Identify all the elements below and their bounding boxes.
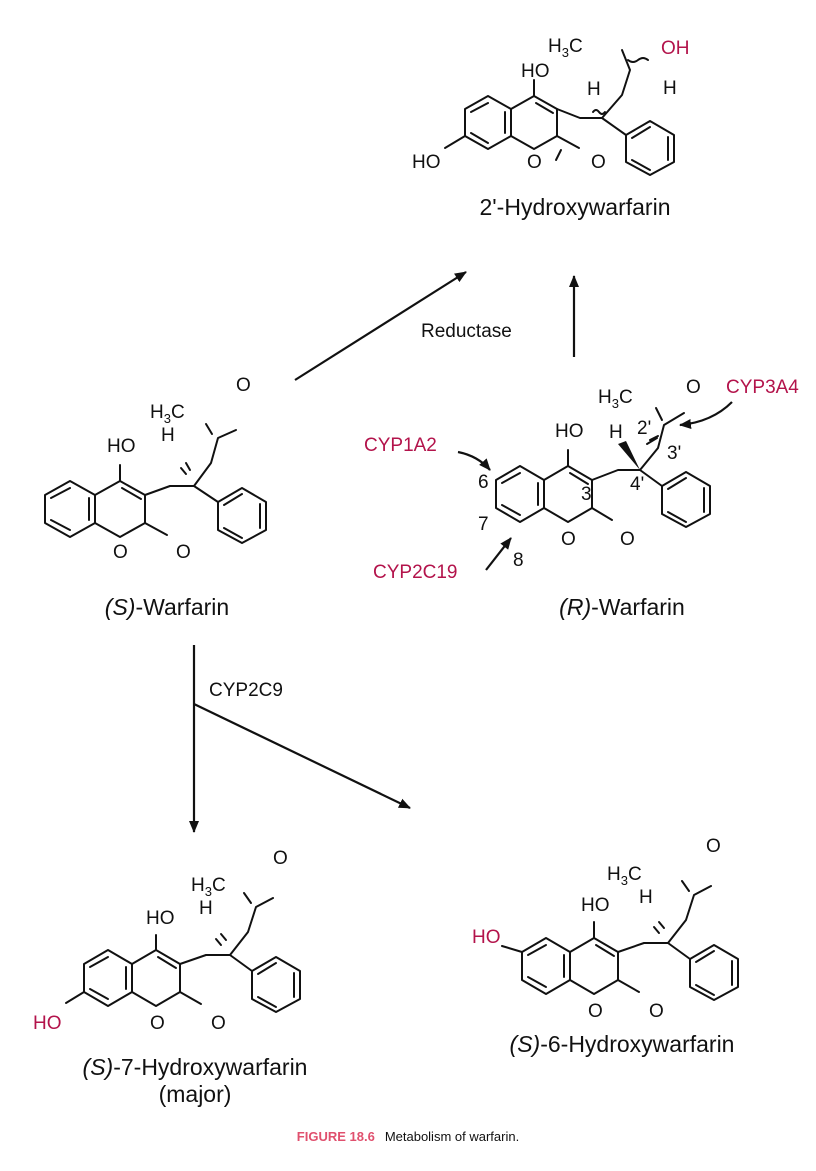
atom-ring-o: O	[113, 542, 128, 563]
structure-r-warfarin: H3C O HO H O O 6 7 8 3 4' 3' 2' (R)-Warf…	[478, 377, 711, 620]
atom-oh-4: HO	[555, 421, 584, 442]
atom-oh-4: HO	[521, 61, 550, 82]
c3-c4p-bond	[556, 108, 603, 119]
compound-name-r-warfarin: (R)-Warfarin	[559, 594, 685, 620]
atom-oh-4: HO	[581, 895, 610, 916]
position-3p: 3'	[667, 443, 681, 464]
compound-name-s-warfarin: (S)-Warfarin	[105, 594, 229, 620]
arrow-s-warfarin-to-2p-hydroxywarfarin	[294, 271, 467, 381]
atom-carbonyl-o: O	[176, 542, 191, 563]
figure-number: FIGURE 18.6	[297, 1129, 375, 1144]
compound-name-s-6-hydroxywarfarin: (S)-6-Hydroxywarfarin	[510, 1031, 735, 1057]
c7-oh-bond	[444, 135, 466, 149]
figure-caption-text: Metabolism of warfarin.	[385, 1129, 519, 1144]
atom-h-side: H	[663, 78, 677, 99]
enzyme-reductase: Reductase	[421, 321, 512, 342]
arrow-cyp3a4	[679, 401, 733, 429]
enzyme-cyp2c19: CYP2C19	[373, 562, 458, 583]
atom-ring-o: O	[527, 152, 542, 173]
atom-ho-7: HO	[33, 1013, 62, 1034]
atom-ho-7: HO	[412, 152, 441, 173]
atom-ketone-o: O	[273, 848, 288, 869]
phenyl-ring	[601, 117, 675, 176]
arrow-to-s-6-hydroxywarfarin	[193, 703, 411, 809]
atom-h3c: H3C	[598, 387, 633, 411]
atom-oh-new: OH	[661, 38, 690, 59]
atom-h-stereo: H	[609, 422, 623, 443]
atom-carbonyl-o: O	[649, 1001, 664, 1022]
structure-s-warfarin: H3C O HO H O O (S)-Warfarin	[44, 375, 267, 620]
atom-ketone-o: O	[706, 836, 721, 857]
position-7: 7	[478, 514, 489, 535]
wavy-bond-stereo	[592, 109, 606, 115]
atom-ho-6: HO	[472, 927, 501, 948]
enzyme-cyp2c9: CYP2C9	[209, 680, 283, 701]
position-3: 3	[581, 484, 592, 505]
arrow-cyp2c19	[485, 537, 512, 571]
coumarin-core	[464, 95, 580, 161]
compound-name-2p-hydroxywarfarin: 2'-Hydroxywarfarin	[480, 194, 671, 220]
atom-h-stereo: H	[161, 425, 175, 446]
position-8: 8	[513, 550, 524, 571]
atom-h3c: H3C	[191, 875, 226, 899]
atom-carbonyl-o: O	[211, 1013, 226, 1034]
position-6: 6	[478, 472, 489, 493]
hashed-wedge	[215, 933, 227, 946]
atom-ring-o: O	[588, 1001, 603, 1022]
structure-2p-hydroxywarfarin: H3C OH H H HO HO O O 2'-Hydroxywarfarin	[412, 36, 690, 220]
position-4p: 4'	[630, 474, 644, 495]
arrow-cyp1a2	[457, 450, 491, 471]
atom-ketone-o: O	[236, 375, 251, 396]
enzyme-cyp1a2: CYP1A2	[364, 435, 437, 456]
atom-oh-4: HO	[107, 436, 136, 457]
atom-h3c: H3C	[548, 36, 583, 60]
solid-wedge	[618, 441, 640, 470]
atom-carbonyl-o: O	[591, 152, 606, 173]
atom-oh-4: HO	[146, 908, 175, 929]
atom-h3c: H3C	[607, 864, 642, 888]
side-chain-bond	[601, 49, 631, 119]
figure-caption: FIGURE 18.6 Metabolism of warfarin.	[297, 1129, 519, 1144]
enzyme-cyp3a4: CYP3A4	[726, 377, 799, 398]
compound-note-major: (major)	[159, 1081, 232, 1107]
atom-h3c: H3C	[150, 402, 185, 426]
structure-s-7-hydroxywarfarin: H3C O HO H HO O O (S)-7-Hydroxywarfarin …	[33, 848, 307, 1107]
atom-h-stereo: H	[199, 898, 213, 919]
atom-ring-o: O	[150, 1013, 165, 1034]
atom-ketone-o: O	[686, 377, 701, 398]
atom-carbonyl-o: O	[620, 529, 635, 550]
hashed-wedge	[653, 921, 665, 934]
wavy-bond	[627, 57, 649, 63]
hashed-bonds	[646, 435, 659, 445]
atom-h-stereo: H	[639, 887, 653, 908]
atom-ring-o: O	[561, 529, 576, 550]
compound-name-s-7-hydroxywarfarin: (S)-7-Hydroxywarfarin	[83, 1054, 308, 1080]
structure-s-6-hydroxywarfarin: H3C O HO H HO O O (S)-6-Hydroxywarfarin	[472, 836, 739, 1057]
hashed-wedge	[180, 462, 191, 475]
position-2p: 2'	[637, 418, 651, 439]
atom-h-stereo: H	[587, 79, 601, 100]
